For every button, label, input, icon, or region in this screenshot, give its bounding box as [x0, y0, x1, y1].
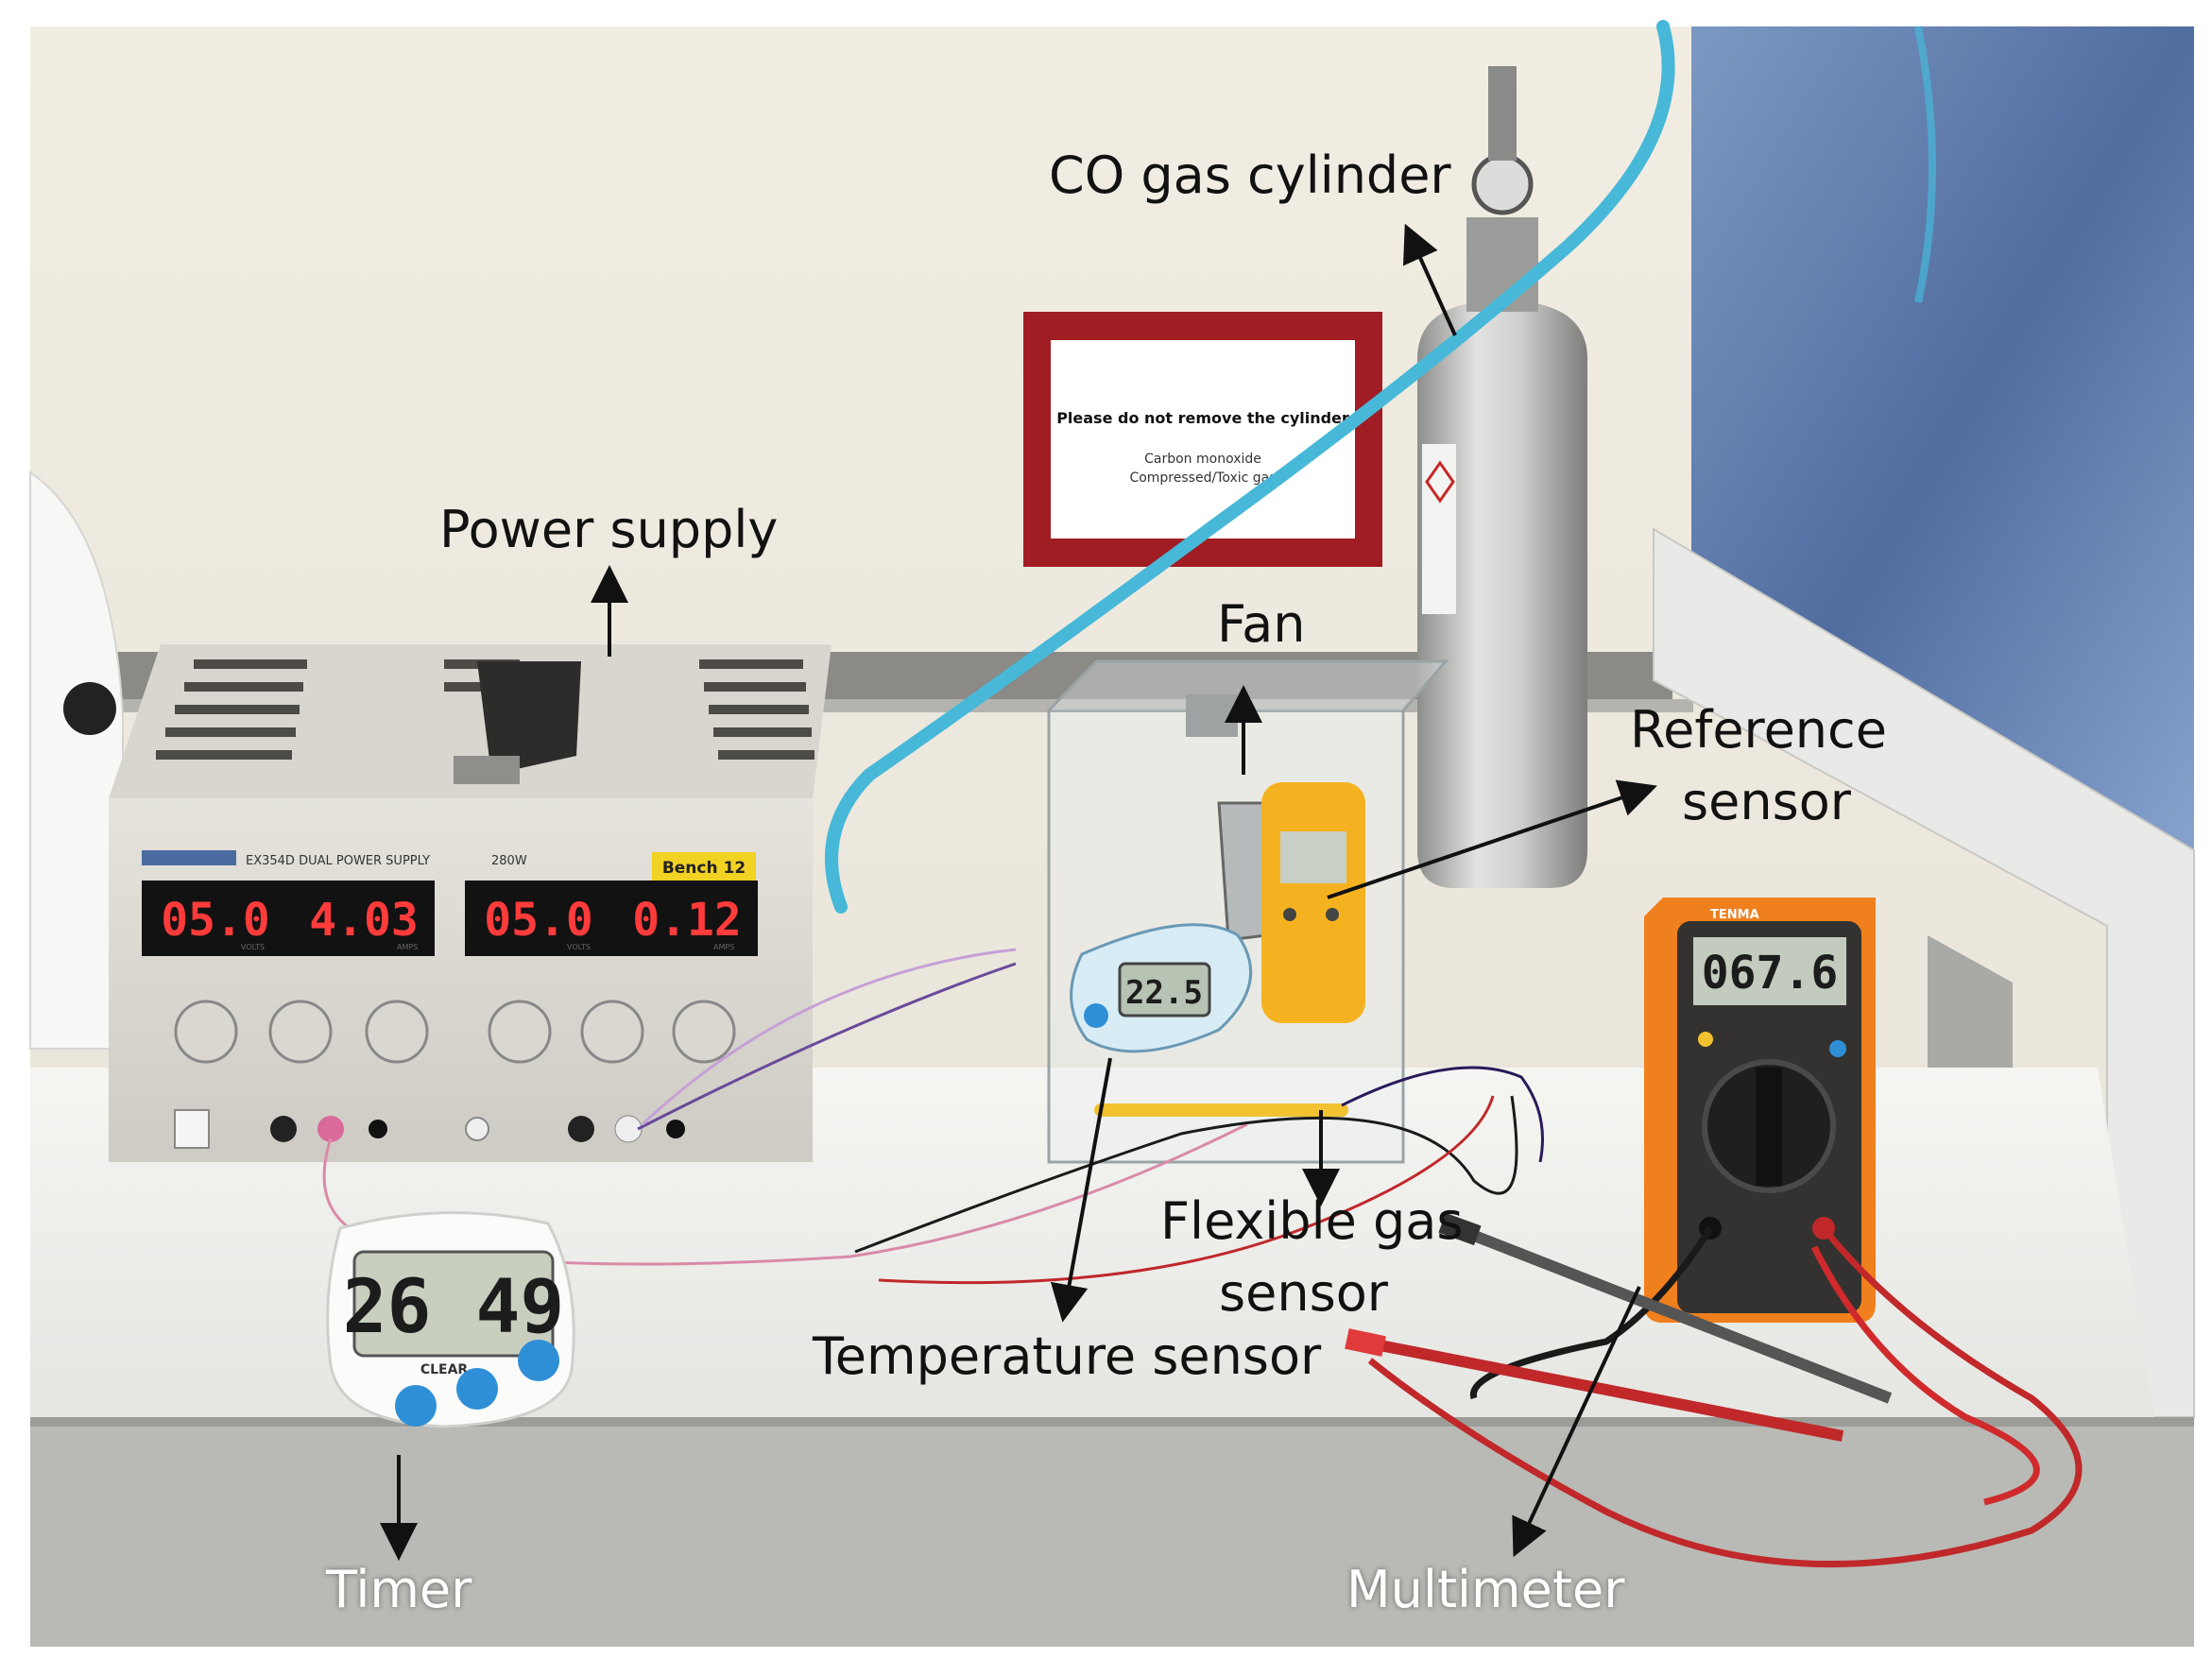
psu-display-right: [465, 881, 758, 956]
psu-brand-plate: [142, 850, 236, 865]
timer-screen: [352, 1250, 555, 1358]
psu-terminals: [270, 1115, 685, 1143]
psu-right-volts: 05.0: [484, 894, 593, 947]
temperature-sensor-screen: [1118, 962, 1211, 1018]
psu-right-amps: 0.12: [632, 894, 742, 947]
timer-button-2: [456, 1368, 498, 1410]
sign-heading: Please do not remove the cylinder: [1056, 409, 1349, 427]
bench-tag: [652, 852, 756, 881]
label-temperature-sensor: Temperature sensor: [813, 1326, 1322, 1386]
psu-wattage: 280W: [491, 854, 527, 868]
acrylic-chamber-lid: [1047, 659, 1449, 712]
arrow-co-cylinder: [1402, 223, 1457, 336]
psu-handle: [477, 661, 581, 775]
gas-tube: [825, 20, 1675, 914]
label-power-supply: Power supply: [439, 500, 779, 559]
timer-button-3: [518, 1340, 559, 1381]
arrow-multimeter: [1512, 1286, 1641, 1558]
timer-reading: 26 49: [343, 1265, 565, 1350]
timer-clear-label: CLEAR: [420, 1362, 469, 1377]
reference-sensor-screen: [1280, 831, 1346, 883]
reference-sensor: [1261, 782, 1365, 1023]
multimeter-screen: [1693, 937, 1846, 1005]
label-multimeter: Multimeter: [1346, 1560, 1625, 1619]
temperature-sensor-button: [1084, 1003, 1108, 1028]
sign-line-2: Compressed/Toxic gas: [1129, 470, 1276, 486]
red-probe-tip: [1345, 1328, 1386, 1357]
psu-unit-3: VOLTS: [567, 943, 591, 951]
co-gas-cylinder: [1417, 302, 1587, 888]
label-flexible-gas-sensor-line2: sensor: [1219, 1263, 1388, 1323]
hazard-diamond: [1425, 460, 1455, 504]
label-flexible-gas-sensor-line1: Flexible gas: [1160, 1191, 1464, 1251]
cylinder-label: [1422, 444, 1456, 614]
warning-sign-panel: [1051, 340, 1355, 539]
psu-left-volts: 05.0: [161, 894, 270, 947]
left-equipment-knob: [63, 682, 116, 735]
psu-unit-4: AMPS: [713, 943, 734, 951]
multimeter-brand: TENMA: [1710, 908, 1759, 922]
temperature-reading: 22.5: [1125, 974, 1203, 1012]
multimeter-reading: 067.6: [1702, 947, 1839, 1000]
left-white-equipment: [29, 470, 124, 1050]
multimeter-leads: [1359, 1223, 2083, 1568]
multimeter-dial-pointer: [1756, 1068, 1782, 1186]
psu-power-switch: [174, 1109, 210, 1149]
psu-unit-2: AMPS: [397, 943, 418, 951]
psu-unit-1: VOLTS: [241, 943, 265, 951]
label-co-gas-cylinder: CO gas cylinder: [1049, 145, 1451, 205]
psu-knobs: [174, 1000, 736, 1064]
bench-tag-text: Bench 12: [662, 859, 746, 878]
cylinder-regulator: [1488, 66, 1517, 161]
gas-tube-behind-glass: [1914, 26, 1936, 303]
timer-button-1: [395, 1385, 437, 1427]
psu-left-amps: 4.03: [309, 894, 419, 947]
sign-line-1: Carbon monoxide: [1144, 452, 1261, 467]
psu-model: EX354D DUAL POWER SUPPLY: [246, 854, 430, 868]
label-fan: Fan: [1217, 594, 1306, 654]
arrow-temperature-sensor: [1050, 1057, 1112, 1323]
label-timer: Timer: [326, 1560, 472, 1619]
psu-handle-mount: [454, 756, 520, 784]
label-reference-sensor-line1: Reference: [1630, 700, 1887, 760]
black-probe-tip: [1438, 1212, 1482, 1246]
psu-display-left: [142, 881, 435, 956]
label-reference-sensor-line2: sensor: [1682, 772, 1851, 831]
fan-mount: [1186, 694, 1238, 737]
cylinder-gauge: [1471, 153, 1534, 215]
arrow-reference-sensor: [1327, 779, 1657, 899]
annotation-arrows: [380, 223, 1657, 1561]
